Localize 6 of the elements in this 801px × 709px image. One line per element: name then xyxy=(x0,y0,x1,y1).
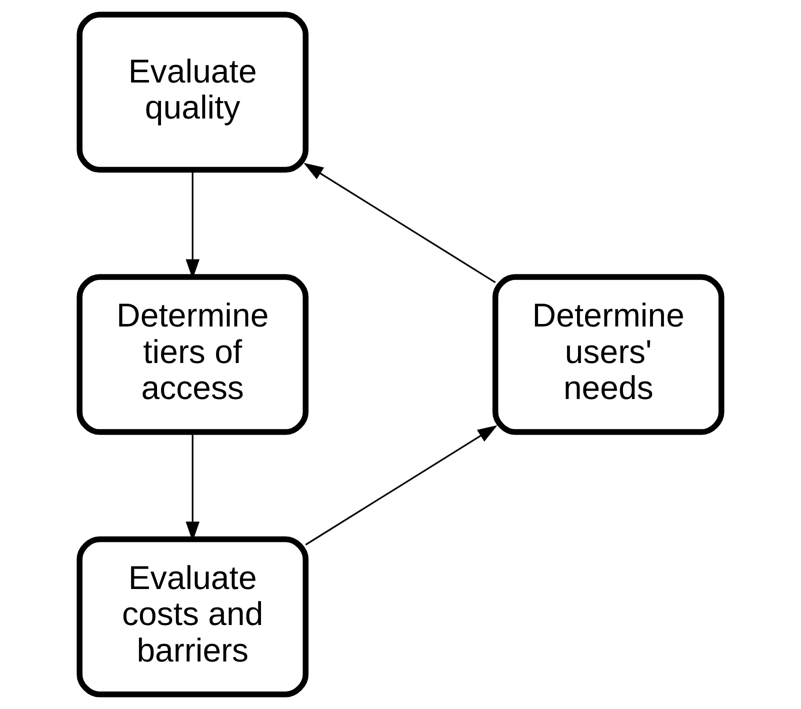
node-box: Determine tiers of access xyxy=(76,274,309,435)
node-box: Evaluate quality xyxy=(76,12,309,173)
arrow xyxy=(304,162,496,284)
node-box: Determine users' needs xyxy=(492,274,724,435)
node-box: Evaluate costs and barriers xyxy=(76,536,309,698)
arrow xyxy=(305,425,498,546)
